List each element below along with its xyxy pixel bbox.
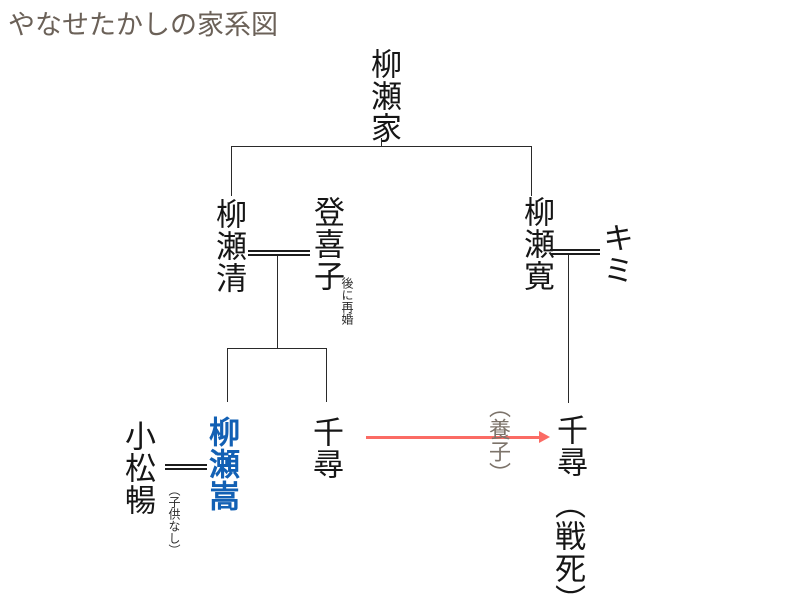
connector-marriage-uncle-aunt [550,249,600,255]
node-takashi: 柳瀬嵩 [204,416,239,512]
connector-children-bar [227,348,327,349]
node-father: 柳瀬清 [211,198,246,294]
connector-marriage-father-mother [248,250,310,256]
node-mother: 登喜子 [309,196,344,292]
node-brother-right: 千尋 [552,414,587,478]
node-brother-left: 千尋 [308,416,343,480]
annotation-killed-in-war: （戦死） [550,488,585,616]
connector-uncle-child-stem [568,255,569,403]
annotation-no-children: （子供なし） [167,484,181,556]
annotation-remarried: 後に再婚 [340,277,354,325]
connector-generation1-drop-left [231,146,232,196]
page-title: やなせたかしの家系図 [8,10,278,40]
connector-generation1-drop-right [531,146,532,196]
node-uncle: 柳瀬寛 [519,196,554,292]
connector-marriage-wife-takashi [165,464,207,470]
adoption-arrow-shaft [366,436,540,439]
family-tree-canvas: やなせたかしの家系図 柳瀬家 柳瀬清 登喜子 後に再婚 柳瀬寛 キミ 小松暢 （… [8,10,633,616]
node-aunt: キミ [598,222,633,286]
connector-clan-stem [381,138,382,147]
node-wife: 小松暢 [120,420,155,516]
annotation-adopted: （養子） [486,396,511,484]
connector-generation1-bar [231,146,532,147]
connector-child-drop-chihiro [326,348,327,402]
connector-child-drop-takashi [227,348,228,402]
node-clan: 柳瀬家 [366,48,401,144]
connector-father-children-stem [277,256,278,348]
adoption-arrow-head [539,431,550,443]
